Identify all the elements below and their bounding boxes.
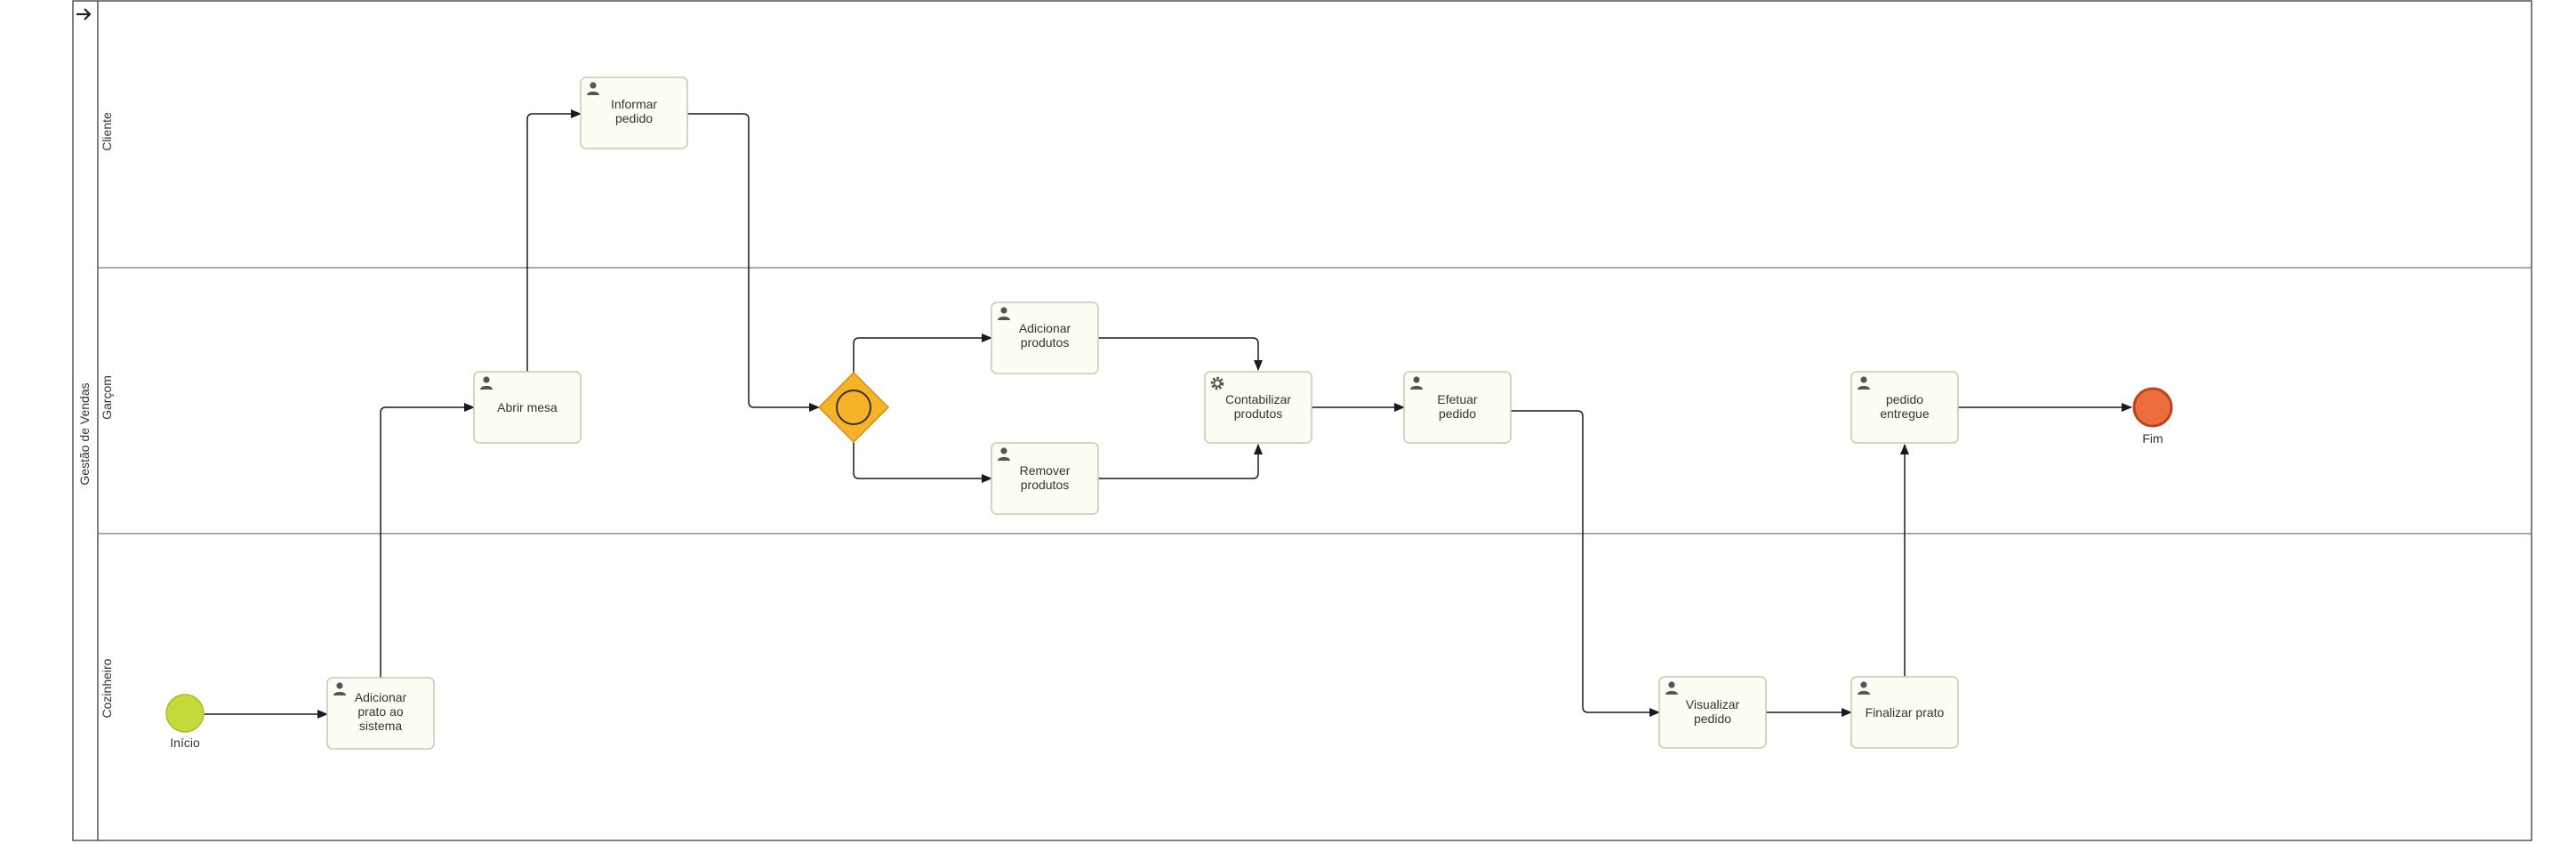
task-finalizar-prato[interactable]: Finalizar prato [1850, 676, 1959, 749]
flow-adicionar-to-contabilizar [1098, 337, 1263, 371]
task-visualizar-pedido[interactable]: Visualizar pedido [1658, 676, 1767, 749]
task-label: Informar [611, 97, 657, 111]
lane-label-garcom: Garçom [100, 375, 114, 420]
task-label: Finalizar prato [1866, 705, 1945, 719]
flow-remover-to-contabilizar [1098, 444, 1263, 479]
task-label: entregue [1880, 406, 1929, 421]
task-label: sistema [359, 719, 402, 733]
task-adicionar-prato[interactable]: Adicionar prato ao sistema [326, 677, 435, 750]
task-efetuar-pedido[interactable]: Efetuar pedido [1403, 371, 1512, 444]
lane-label-cliente: Cliente [100, 112, 114, 151]
task-label: pedido [1694, 711, 1731, 726]
task-label: pedido [1886, 392, 1923, 406]
start-event-label: Início [170, 735, 200, 750]
task-contabilizar-produtos[interactable]: Contabilizar produtos [1204, 371, 1312, 444]
task-label: Adicionar [355, 690, 407, 704]
task-label: produtos [1234, 406, 1282, 421]
collapse-arrow-icon[interactable] [76, 8, 92, 20]
event-based-gateway[interactable] [817, 371, 890, 444]
flow-efetuar-to-visualizar [1511, 410, 1660, 717]
task-label: Contabilizar [1225, 392, 1291, 406]
task-label: Visualizar [1686, 697, 1740, 711]
flow-gateway-to-adicionar-produtos [853, 334, 992, 373]
flow-adicionar-prato-to-abrir [380, 403, 475, 678]
sequence-flows [205, 109, 2132, 719]
task-pedido-entregue[interactable]: pedido entregue [1850, 371, 1959, 444]
lane-label-cozinheiro: Cozinheiro [100, 658, 114, 718]
task-label: Adicionar [1019, 321, 1071, 335]
flow-abrir-to-informar [526, 109, 582, 372]
pool-label: Gestão de Vendas [77, 382, 92, 485]
flow-gateway-to-remover-produtos [853, 442, 992, 483]
task-label: Efetuar [1437, 392, 1477, 406]
end-event[interactable] [2132, 387, 2173, 428]
task-remover-produtos[interactable]: Remover produtos [991, 442, 1099, 515]
task-label: produtos [1021, 478, 1069, 492]
task-label: Abrir mesa [497, 400, 558, 414]
task-label: Remover [1020, 463, 1071, 478]
task-label: pedido [1439, 406, 1476, 421]
task-label: prato ao [357, 704, 404, 719]
task-label: pedido [615, 111, 653, 125]
task-informar-pedido[interactable]: Informar pedido [580, 76, 688, 149]
task-adicionar-produtos[interactable]: Adicionar produtos [991, 301, 1099, 374]
flow-informar-to-gateway [687, 113, 820, 412]
task-label: produtos [1021, 335, 1069, 350]
start-event[interactable] [165, 694, 205, 733]
end-event-label: Fim [2142, 431, 2163, 446]
task-abrir-mesa[interactable]: Abrir mesa [473, 371, 582, 444]
